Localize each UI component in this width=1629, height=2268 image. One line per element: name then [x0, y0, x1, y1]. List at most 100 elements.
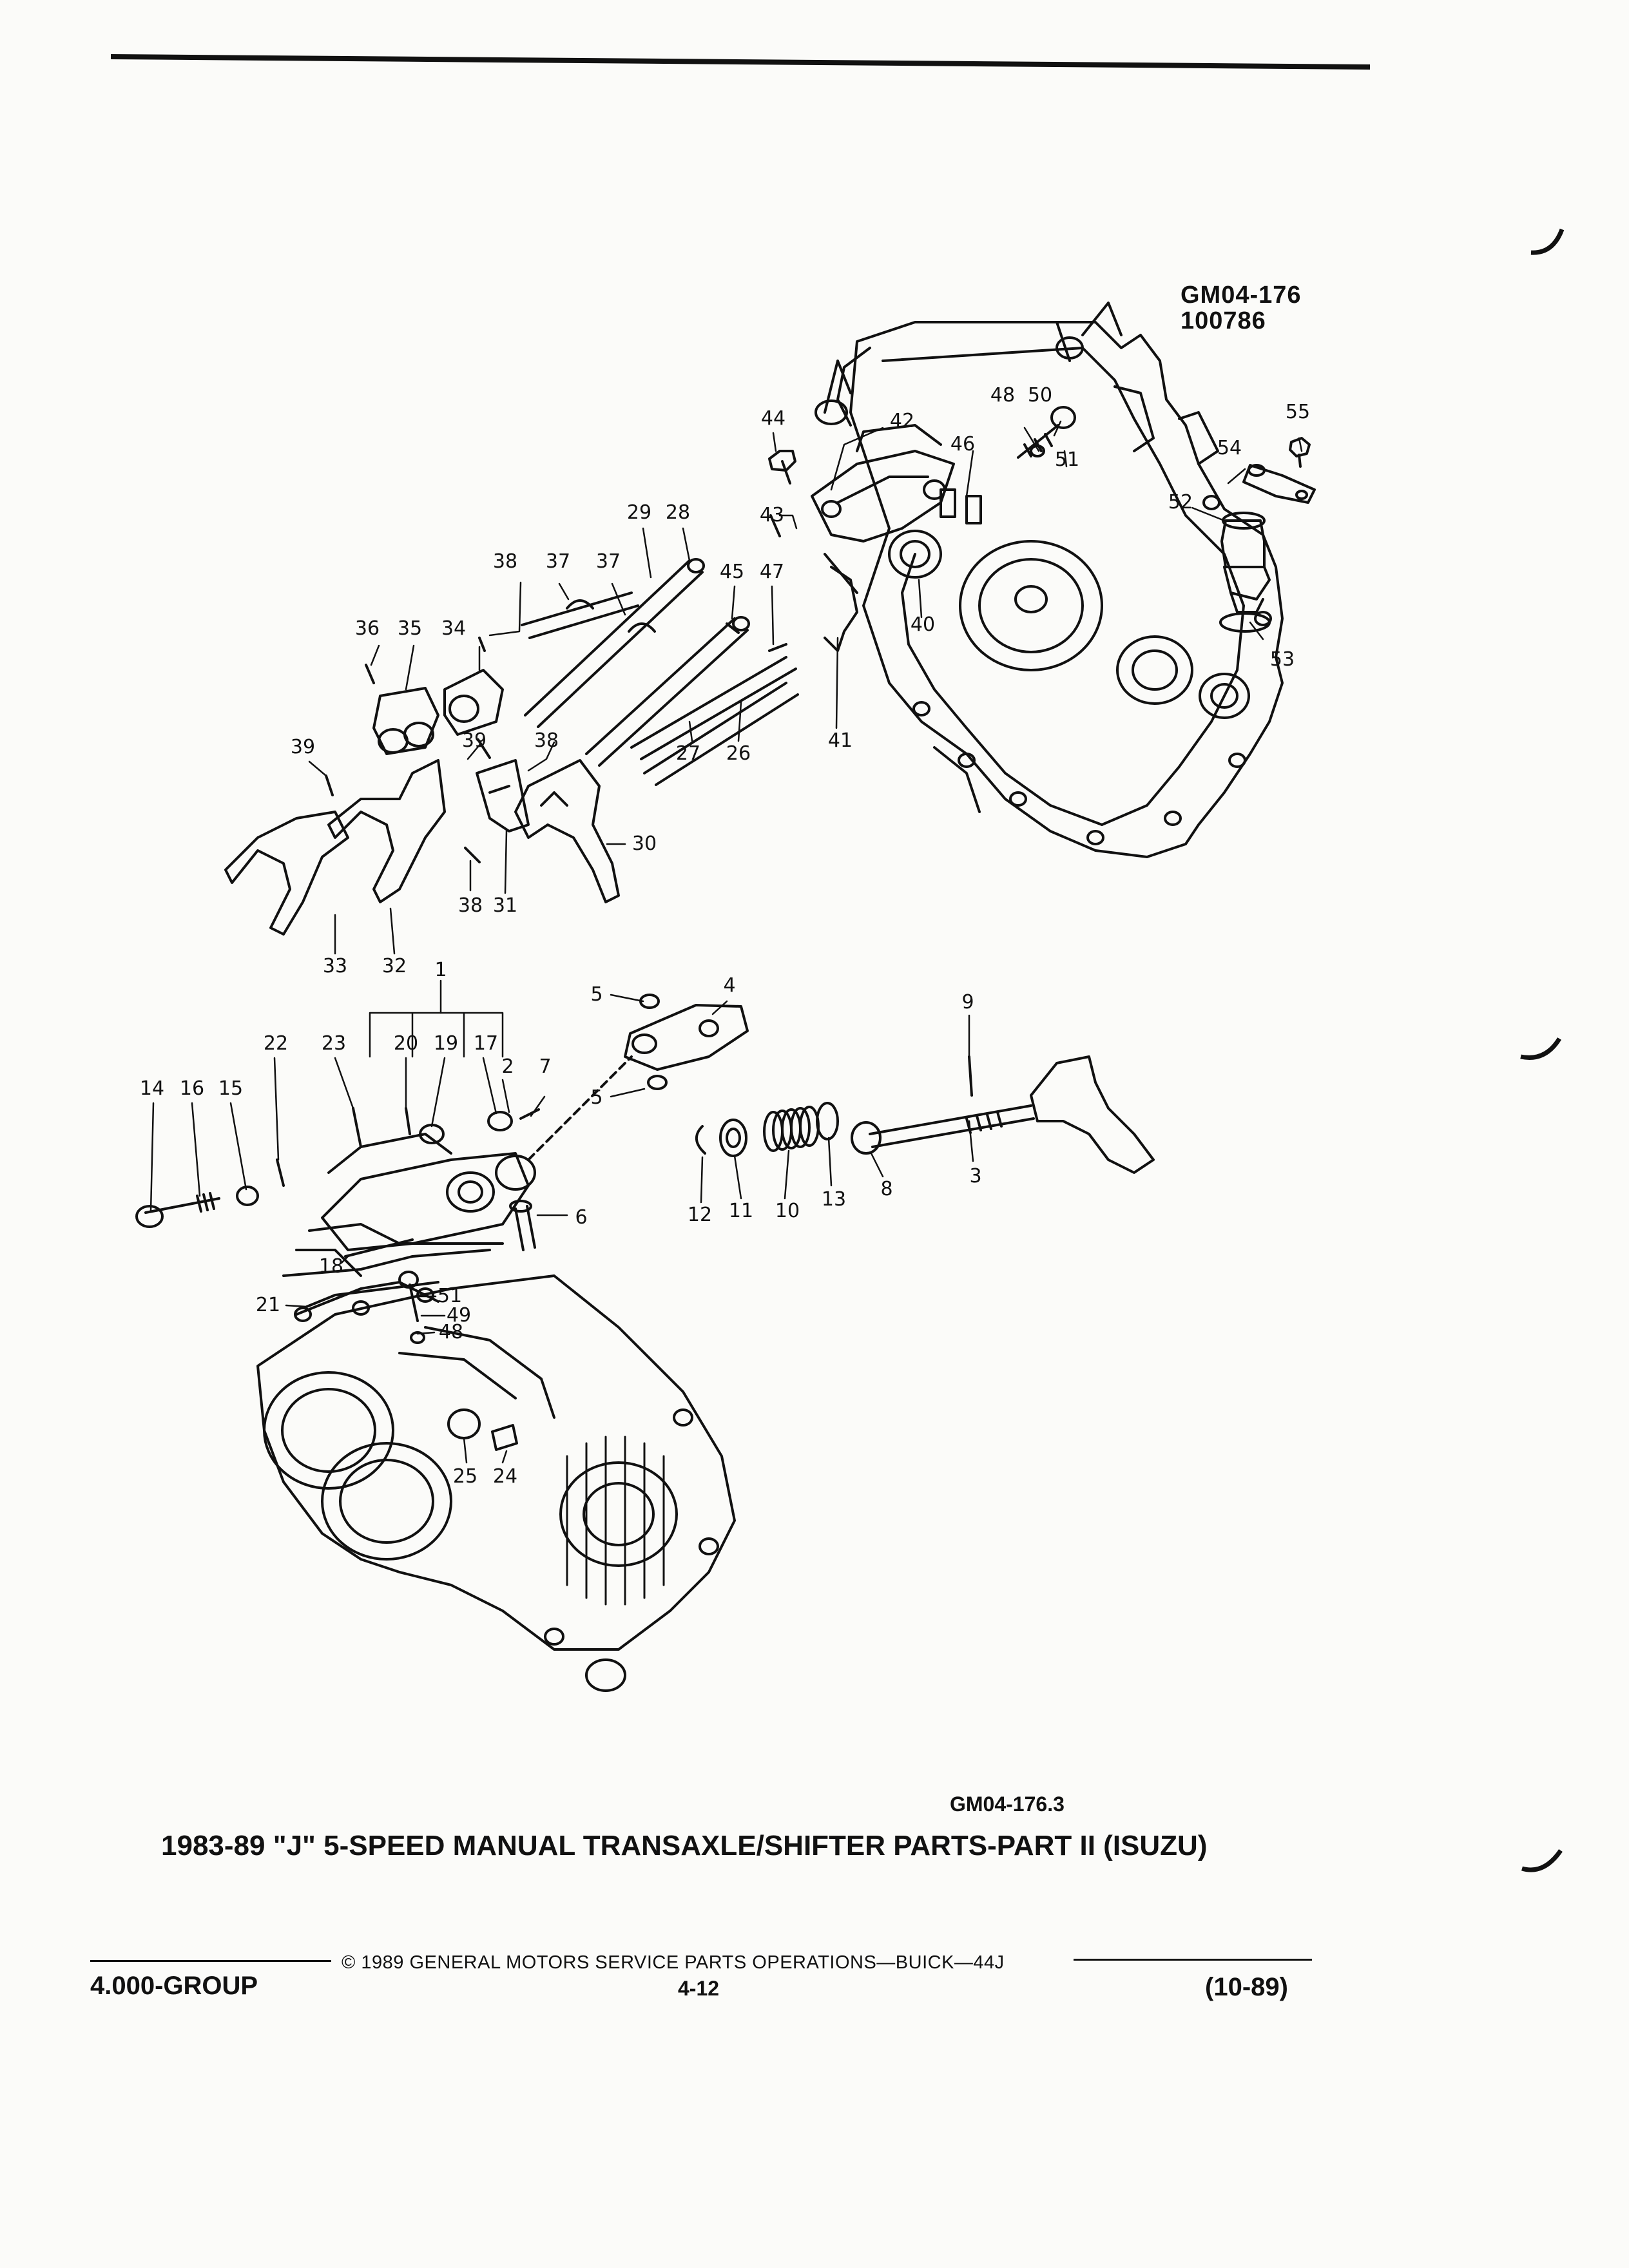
nut-5b — [647, 1075, 668, 1090]
callout-40: 40 — [910, 613, 936, 636]
callout-13: 13 — [821, 1188, 847, 1211]
pin-36 — [365, 664, 375, 684]
plug-24 — [491, 1424, 518, 1451]
callout-38b: 38 — [534, 729, 559, 752]
spring-16 — [196, 1192, 215, 1213]
callout-34: 34 — [441, 617, 467, 640]
callout-45: 45 — [719, 561, 745, 583]
callout-46: 46 — [950, 433, 976, 456]
pin-6 — [514, 1207, 525, 1251]
callout-48: 48 — [990, 384, 1016, 407]
shift-block-34 — [443, 669, 504, 736]
callout-39a: 39 — [290, 736, 316, 758]
washer-48 — [1030, 445, 1045, 457]
callout-7: 7 — [539, 1055, 552, 1078]
shift-cover-assembly — [282, 1133, 536, 1277]
plug-25 — [447, 1408, 481, 1439]
callout-52: 52 — [1168, 491, 1193, 514]
detent-18 — [344, 1238, 414, 1258]
shift-shaft-3 — [869, 1055, 1155, 1174]
bolt-55 — [1289, 437, 1311, 468]
callout-6: 6 — [575, 1206, 588, 1229]
callout-33: 33 — [322, 955, 348, 977]
shift-fork-30 — [514, 759, 620, 903]
callout-1: 1 — [434, 959, 447, 981]
callout-43: 43 — [759, 504, 785, 526]
callout-54: 54 — [1217, 437, 1242, 459]
scan-mark — [1530, 228, 1565, 255]
callout-9: 9 — [961, 991, 974, 1014]
shift-rail-29 — [524, 558, 705, 728]
plug-17 — [487, 1111, 513, 1131]
callout-19: 19 — [433, 1032, 459, 1055]
shift-control-bracket — [811, 424, 982, 652]
callout-22: 22 — [263, 1032, 289, 1055]
pin-38c — [464, 847, 481, 863]
callout-37b: 37 — [595, 550, 621, 573]
ball-48b — [410, 1331, 425, 1344]
callout-20: 20 — [393, 1032, 419, 1055]
callout-3: 3 — [969, 1165, 982, 1187]
scan-mark — [1520, 1037, 1561, 1060]
bolt-20 — [405, 1107, 411, 1135]
callout-24: 24 — [492, 1465, 518, 1488]
spring-49 — [409, 1283, 419, 1322]
shift-fork-32 — [327, 759, 446, 903]
callout-38a: 38 — [492, 550, 518, 573]
callout-55: 55 — [1285, 401, 1311, 423]
figure-ref-code: GM04-176.3 — [950, 1792, 1065, 1816]
callout-42: 42 — [889, 410, 915, 432]
shift-block-35 — [372, 687, 439, 755]
callout-39b: 39 — [461, 729, 487, 752]
figure-code-line1: GM04-176 — [1181, 282, 1302, 309]
assembly-line — [527, 1055, 633, 1161]
top-rule — [110, 54, 1371, 70]
callout-18: 18 — [318, 1255, 344, 1278]
callout-37a: 37 — [545, 550, 571, 573]
callout-31: 31 — [492, 894, 518, 917]
callout-30: 30 — [631, 832, 657, 855]
callout-25: 25 — [452, 1465, 478, 1488]
callout-21: 21 — [255, 1294, 281, 1316]
washer-11 — [719, 1119, 747, 1157]
transaxle-case — [256, 1274, 736, 1692]
bolt-50-51 — [1017, 406, 1076, 459]
callout-35: 35 — [397, 617, 423, 640]
copyright-notice: © 1989 GENERAL MOTORS SERVICE PARTS OPER… — [342, 1952, 1005, 1973]
callout-4: 4 — [723, 974, 736, 997]
group-number: 4.000-GROUP — [90, 1972, 258, 2000]
bolt-51b — [398, 1271, 419, 1289]
bolt-22 — [276, 1158, 285, 1187]
callout-41: 41 — [827, 729, 853, 752]
callout-8: 8 — [880, 1178, 893, 1200]
pin-39a — [325, 774, 334, 796]
callout-5b: 5 — [590, 1086, 603, 1109]
callout-28: 28 — [665, 501, 691, 524]
callout-48b: 48 — [438, 1321, 464, 1343]
callout-50: 50 — [1027, 384, 1053, 407]
spring-10 — [763, 1106, 820, 1152]
callout-27: 27 — [675, 742, 701, 765]
pin-43 — [769, 514, 781, 537]
speed-sensor — [1219, 512, 1271, 633]
callout-12: 12 — [687, 1204, 713, 1226]
callout-32: 32 — [381, 955, 407, 977]
bolt-44 — [768, 450, 796, 485]
callout-23: 23 — [321, 1032, 347, 1055]
shift-fork-31 — [476, 759, 530, 832]
callout-15: 15 — [218, 1077, 244, 1100]
callout-36: 36 — [354, 617, 380, 640]
callout-2: 2 — [501, 1055, 514, 1078]
plug-15 — [236, 1186, 259, 1206]
shift-rail-27 — [630, 656, 797, 760]
callout-38c: 38 — [458, 894, 483, 917]
shift-fork-33 — [224, 811, 349, 936]
callout-10: 10 — [775, 1200, 800, 1222]
callout-14: 14 — [139, 1077, 165, 1100]
figure-code: GM04-176 100786 — [1181, 282, 1302, 334]
page-number: 4-12 — [678, 1977, 720, 2000]
callout-49: 49 — [446, 1304, 472, 1327]
figure-code-line2: 100786 — [1181, 307, 1266, 334]
